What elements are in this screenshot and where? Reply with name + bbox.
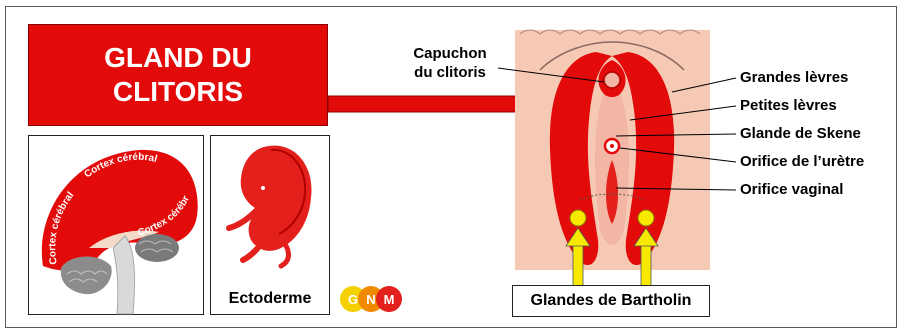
- bartholin-gland-left: [570, 210, 586, 226]
- label-orifice-uretre: Orifice de l’urètre: [740, 153, 864, 170]
- bartholin-gland-right: [638, 210, 654, 226]
- label-glande-skene: Glande de Skene: [740, 125, 861, 142]
- label-capuchon-line1: Capuchon: [400, 44, 500, 63]
- label-capuchon: Capuchon du clitoris: [400, 44, 500, 82]
- clitoris: [604, 72, 620, 88]
- label-orifice-vaginal: Orifice vaginal: [740, 181, 843, 198]
- label-bartholin-box: Glandes de Bartholin: [512, 285, 710, 317]
- label-grandes-levres: Grandes lèvres: [740, 69, 848, 86]
- label-capuchon-line2: du clitoris: [400, 63, 500, 82]
- label-petites-levres: Petites lèvres: [740, 97, 837, 114]
